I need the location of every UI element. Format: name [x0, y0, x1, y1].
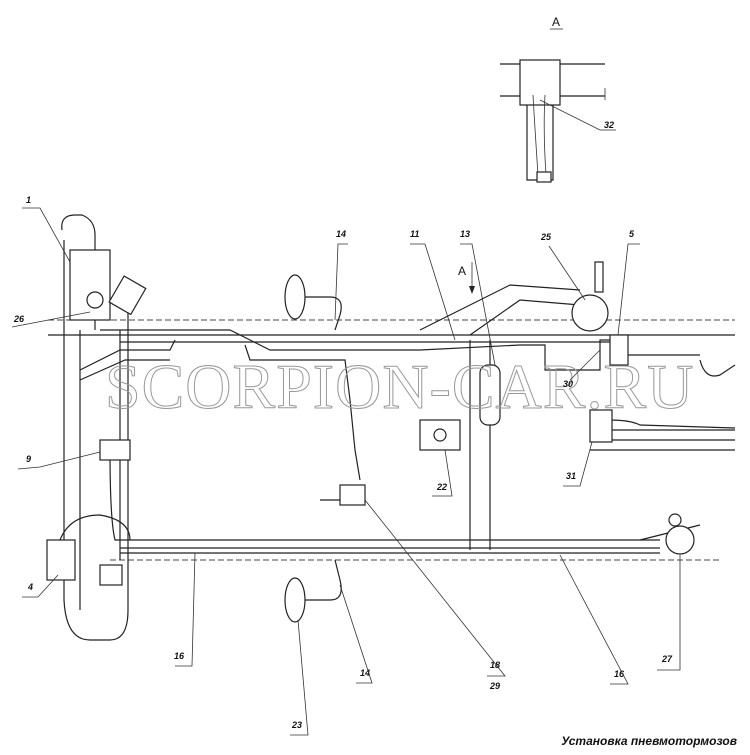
callout-23: 23: [291, 720, 302, 730]
callout-18: 18: [490, 660, 500, 670]
callout-32: 32: [604, 120, 614, 130]
valve-27: [665, 525, 695, 555]
valve-5: [609, 334, 629, 366]
callout-9: 9: [26, 454, 31, 464]
callout-30: 30: [563, 379, 573, 389]
callout-1: 1: [26, 195, 31, 205]
callouts: 1 14 11 13 25 5 26 30 9 22 31 4 16 14 18…: [11, 195, 681, 736]
receiver: [479, 364, 501, 426]
callout-14-bottom: 14: [360, 668, 370, 678]
valve-22: [419, 419, 461, 451]
watermark: SCORPION-CAR.RU: [105, 351, 694, 422]
view-a-title: A: [552, 15, 560, 29]
tank-25: [571, 294, 609, 332]
callout-11: 11: [410, 229, 419, 239]
valve-4: [46, 539, 76, 581]
detail-view-a: A 32: [500, 15, 616, 183]
callout-26: 26: [13, 314, 25, 324]
view-arrow-a: A: [458, 262, 475, 294]
valve-9: [99, 439, 131, 461]
view-arrow-label: A: [458, 264, 466, 278]
compressor-bracket: [69, 249, 111, 321]
brake-chamber-front: [284, 274, 306, 320]
callout-5: 5: [629, 229, 635, 239]
callout-16-right: 16: [614, 669, 625, 679]
chassis-frame: [48, 214, 736, 641]
valve-31: [589, 409, 613, 443]
brake-valve-18: [339, 484, 366, 506]
callout-31: 31: [566, 471, 576, 481]
callout-25: 25: [540, 232, 552, 242]
callout-16-left: 16: [174, 651, 185, 661]
components: [46, 249, 695, 623]
callout-29: 29: [489, 681, 500, 691]
brake-chamber-rear: [284, 577, 306, 623]
diagram-caption: Установка пневмотормозов: [561, 734, 737, 748]
callout-27: 27: [661, 654, 673, 664]
callout-13: 13: [460, 229, 470, 239]
callout-4: 4: [27, 582, 33, 592]
callout-14-top: 14: [336, 229, 346, 239]
compressor: [86, 291, 104, 309]
callout-22: 22: [436, 482, 447, 492]
